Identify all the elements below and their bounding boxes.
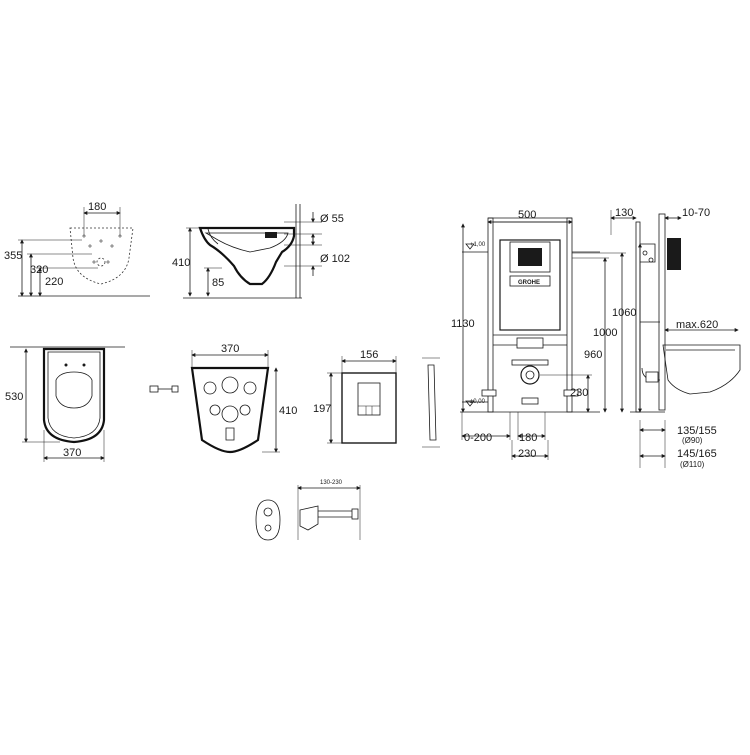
level-top-label: +1,00	[470, 242, 486, 248]
frame-h1060-label: 1060	[612, 307, 636, 319]
bolt-icon	[149, 385, 179, 393]
pipe-90-label: 135/155	[677, 425, 717, 437]
bowl-side-dia-large-label: Ø 102	[320, 253, 350, 265]
bowl-side-dia-small-label: Ø 55	[320, 213, 344, 225]
bowl-rear-width-label: 180	[88, 201, 106, 213]
frame-w180-label: 180	[519, 432, 537, 444]
bowl-plan-width-label: 370	[63, 447, 81, 459]
flush-pipe-detail: 130-230	[255, 480, 361, 541]
template-width-label: 370	[221, 343, 239, 355]
frame-h230-label: 230	[570, 387, 588, 399]
plate-height-label: 197	[313, 403, 331, 415]
pipe-110-label: 145/165	[677, 448, 717, 460]
frame-range-label: 10-70	[682, 207, 710, 219]
frame-w230-label: 230	[518, 448, 536, 460]
bowl-rear-view: 180 355 320 220	[4, 201, 150, 297]
bowl-rear-h355-label: 355	[4, 250, 22, 262]
flush-plate: 156 197	[313, 349, 440, 448]
frame-depth-label: 130	[615, 207, 633, 219]
frame-max-label: max.620	[676, 319, 718, 331]
pipe-90-dia-label: (Ø90)	[682, 436, 703, 445]
frame-width-label: 500	[518, 209, 536, 221]
plate-width-label: 156	[360, 349, 378, 361]
bowl-side-base-label: 85	[212, 277, 224, 289]
bowl-rear-h320-label: 320	[30, 264, 48, 276]
installation-frame-front: GROHE +1,00 ±0,00 500 1130 1000 960 230 …	[451, 209, 626, 460]
frame-height-label: 1130	[451, 318, 475, 330]
frame-offset-label: 0-200	[464, 432, 492, 444]
frame-h960-label: 960	[584, 349, 602, 361]
bowl-rear-h220-label: 220	[45, 276, 63, 288]
bowl-plan-length-label: 530	[5, 391, 23, 403]
bowl-side-view: 410 85 Ø 55 Ø 102	[172, 204, 350, 299]
flush-pipe-range-label: 130-230	[320, 480, 343, 486]
insulation-template: 370 410	[149, 343, 297, 454]
bowl-side-height-label: 410	[172, 257, 190, 269]
bowl-plan-view: 530 370	[5, 346, 125, 462]
pipe-110-dia-label: (Ø110)	[680, 460, 705, 469]
brand-label: GROHE	[518, 280, 540, 286]
template-height-label: 410	[279, 405, 297, 417]
level-bottom-label: ±0,00	[470, 399, 486, 405]
installation-frame-side: 130 10-70 1060 max.620 135/155 (Ø90) 145…	[610, 207, 741, 469]
